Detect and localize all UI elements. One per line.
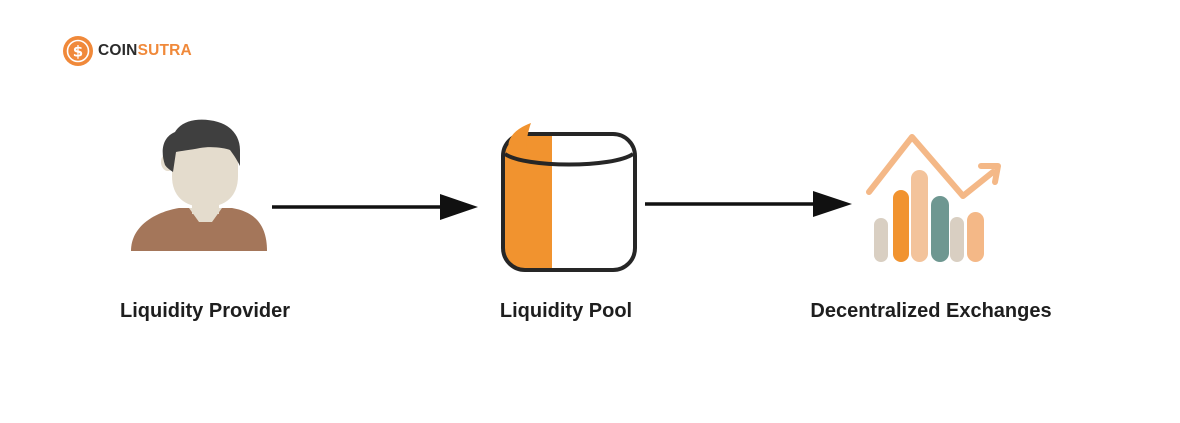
person-shirt: [131, 208, 267, 251]
chart-bar: [893, 190, 909, 262]
person-icon: [131, 119, 267, 251]
person-face: [172, 131, 238, 207]
person-hair: [162, 119, 240, 172]
liquidity-pool-label: Liquidity Pool: [499, 300, 633, 322]
chart-bar: [967, 212, 984, 262]
cylinder-top-shading: [508, 123, 531, 157]
liquidity-provider-label: Liquidity Provider: [119, 300, 291, 322]
decentralized-exchanges-label: Decentralized Exchanges: [810, 300, 1052, 322]
brand-word-coin: COIN: [98, 42, 138, 59]
chart-trend-line: [866, 134, 996, 199]
brand-logo: $ COINSUTRA: [63, 36, 192, 66]
chart-bar: [911, 170, 928, 262]
bar-chart-trend-icon: [866, 134, 1001, 262]
flow-arrow-pool-to-dex: [645, 191, 852, 217]
flow-arrow-provider-to-pool: [272, 194, 478, 220]
cylinder-top-rim: [503, 152, 635, 167]
coin-dollar-icon: $: [63, 36, 93, 66]
cylinder-database-icon: [501, 123, 637, 272]
brand-wordmark: COINSUTRA: [98, 36, 192, 66]
svg-text:$: $: [73, 43, 83, 61]
chart-bar: [950, 217, 964, 262]
chart-bar: [874, 218, 888, 262]
chart-trend-arrowhead: [978, 163, 1001, 185]
chart-bar: [931, 196, 949, 262]
brand-word-sutra: SUTRA: [137, 42, 192, 59]
